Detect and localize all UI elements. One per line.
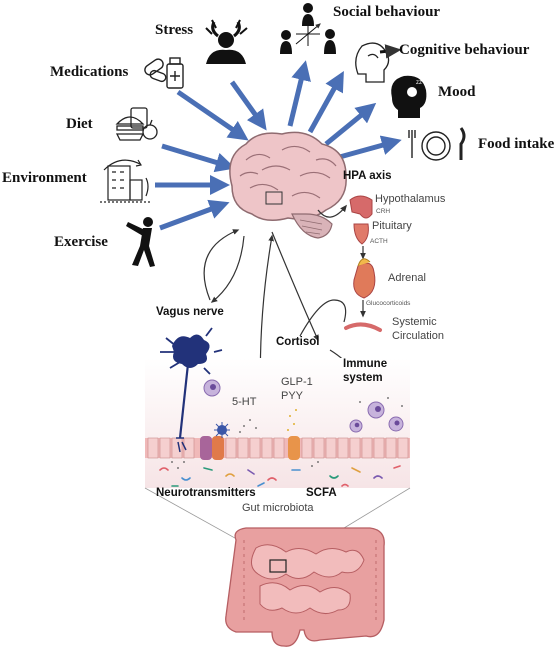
label-glp1: GLP-1 [281,376,313,388]
brain-illustration [229,131,347,239]
label-systemic: Systemic [392,316,437,328]
label-scfa: SCFA [306,487,337,499]
immune-cells [203,379,404,433]
label-social-behaviour: Social behaviour [333,4,441,20]
label-gut-microbiota: Gut microbiota [242,502,314,514]
label-vagus-nerve: Vagus nerve [156,306,224,318]
label-acth: ACTH [370,238,388,245]
label-adrenal: Adrenal [388,272,426,284]
label-hpa-axis: HPA axis [343,170,392,182]
environment-icon [100,159,150,203]
label-immune: Immune [343,358,388,370]
exercise-icon [126,217,155,267]
label-environment: Environment [2,170,87,186]
arrow-cognitive [307,71,344,134]
blood-vessel [344,322,382,332]
enterochromaffin-cell [214,422,230,438]
vagus-neuron [160,327,223,453]
arrow-exercise [159,199,230,231]
adrenal-organ [353,258,376,299]
gut-lumen-panel [145,358,410,488]
label-stress: Stress [155,22,194,38]
hpa-connector [317,204,347,218]
svg-text:zz: zz [416,80,422,86]
outcome-arrows [287,60,402,161]
arrow-mood [324,102,377,146]
label-5ht: 5-HT [232,396,257,408]
label-hypothalamus: Hypothalamus [375,193,446,205]
arrow-stress [229,80,267,131]
intestine-illustration [225,527,385,647]
arrow-diet [161,143,236,173]
hypothalamus-organ [349,195,373,219]
label-pyy: PYY [281,390,304,402]
label-system: system [343,372,383,384]
label-glucocorticoids: Glucocorticoids [366,300,411,307]
pituitary-organ [353,223,369,245]
label-cortisol: Cortisol [276,336,320,348]
label-food-intake: Food intake [478,136,555,152]
label-diet: Diet [66,116,93,132]
diet-icon [115,107,158,141]
label-mood: Mood [438,84,476,100]
stress-icon [205,19,248,64]
medications-icon [144,57,184,89]
mood-icon: zz [391,75,427,118]
label-neurotransmitters: Neurotransmitters [156,487,256,499]
social-behaviour-icon [280,3,336,54]
label-pituitary: Pituitary [372,220,412,232]
arrow-food [335,135,402,161]
label-cognitive-behaviour: Cognitive behaviour [399,42,530,58]
label-exercise: Exercise [54,234,108,250]
influence-arrows [155,80,267,231]
food-intake-icon [408,127,466,161]
label-crh: CRH [376,208,391,215]
arrow-medications [176,89,249,141]
label-medications: Medications [50,64,129,80]
arrow-social [287,60,311,127]
label-circulation: Circulation [392,330,444,342]
cognitive-behaviour-icon [355,42,402,83]
